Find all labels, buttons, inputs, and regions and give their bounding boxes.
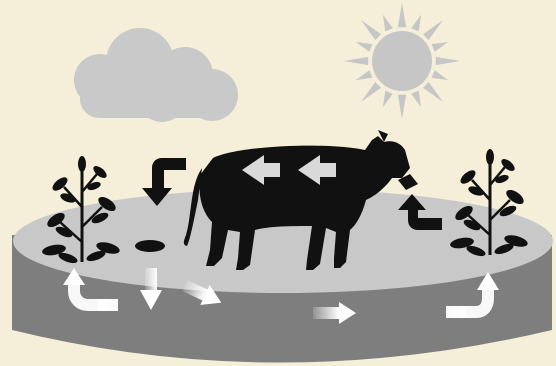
- sun-ray: [432, 70, 449, 80]
- sun-ray: [344, 57, 368, 65]
- sun-ray: [398, 3, 406, 27]
- sun-ray: [423, 20, 443, 40]
- sun-ray: [411, 91, 421, 108]
- sun-ray: [383, 91, 393, 108]
- sun-icon: [344, 3, 460, 119]
- sun-ray: [361, 82, 381, 102]
- cloud-icon: [74, 28, 238, 122]
- sun-ray: [383, 15, 393, 32]
- sun-ray: [361, 20, 381, 40]
- sun-ray: [436, 57, 460, 65]
- sun-ray: [398, 95, 406, 119]
- sun-ray: [423, 82, 443, 102]
- sun-ray: [356, 42, 373, 52]
- sun-ray: [411, 15, 421, 32]
- sun-ray: [356, 70, 373, 80]
- sun-ray: [432, 42, 449, 52]
- manure-icon: [135, 240, 165, 252]
